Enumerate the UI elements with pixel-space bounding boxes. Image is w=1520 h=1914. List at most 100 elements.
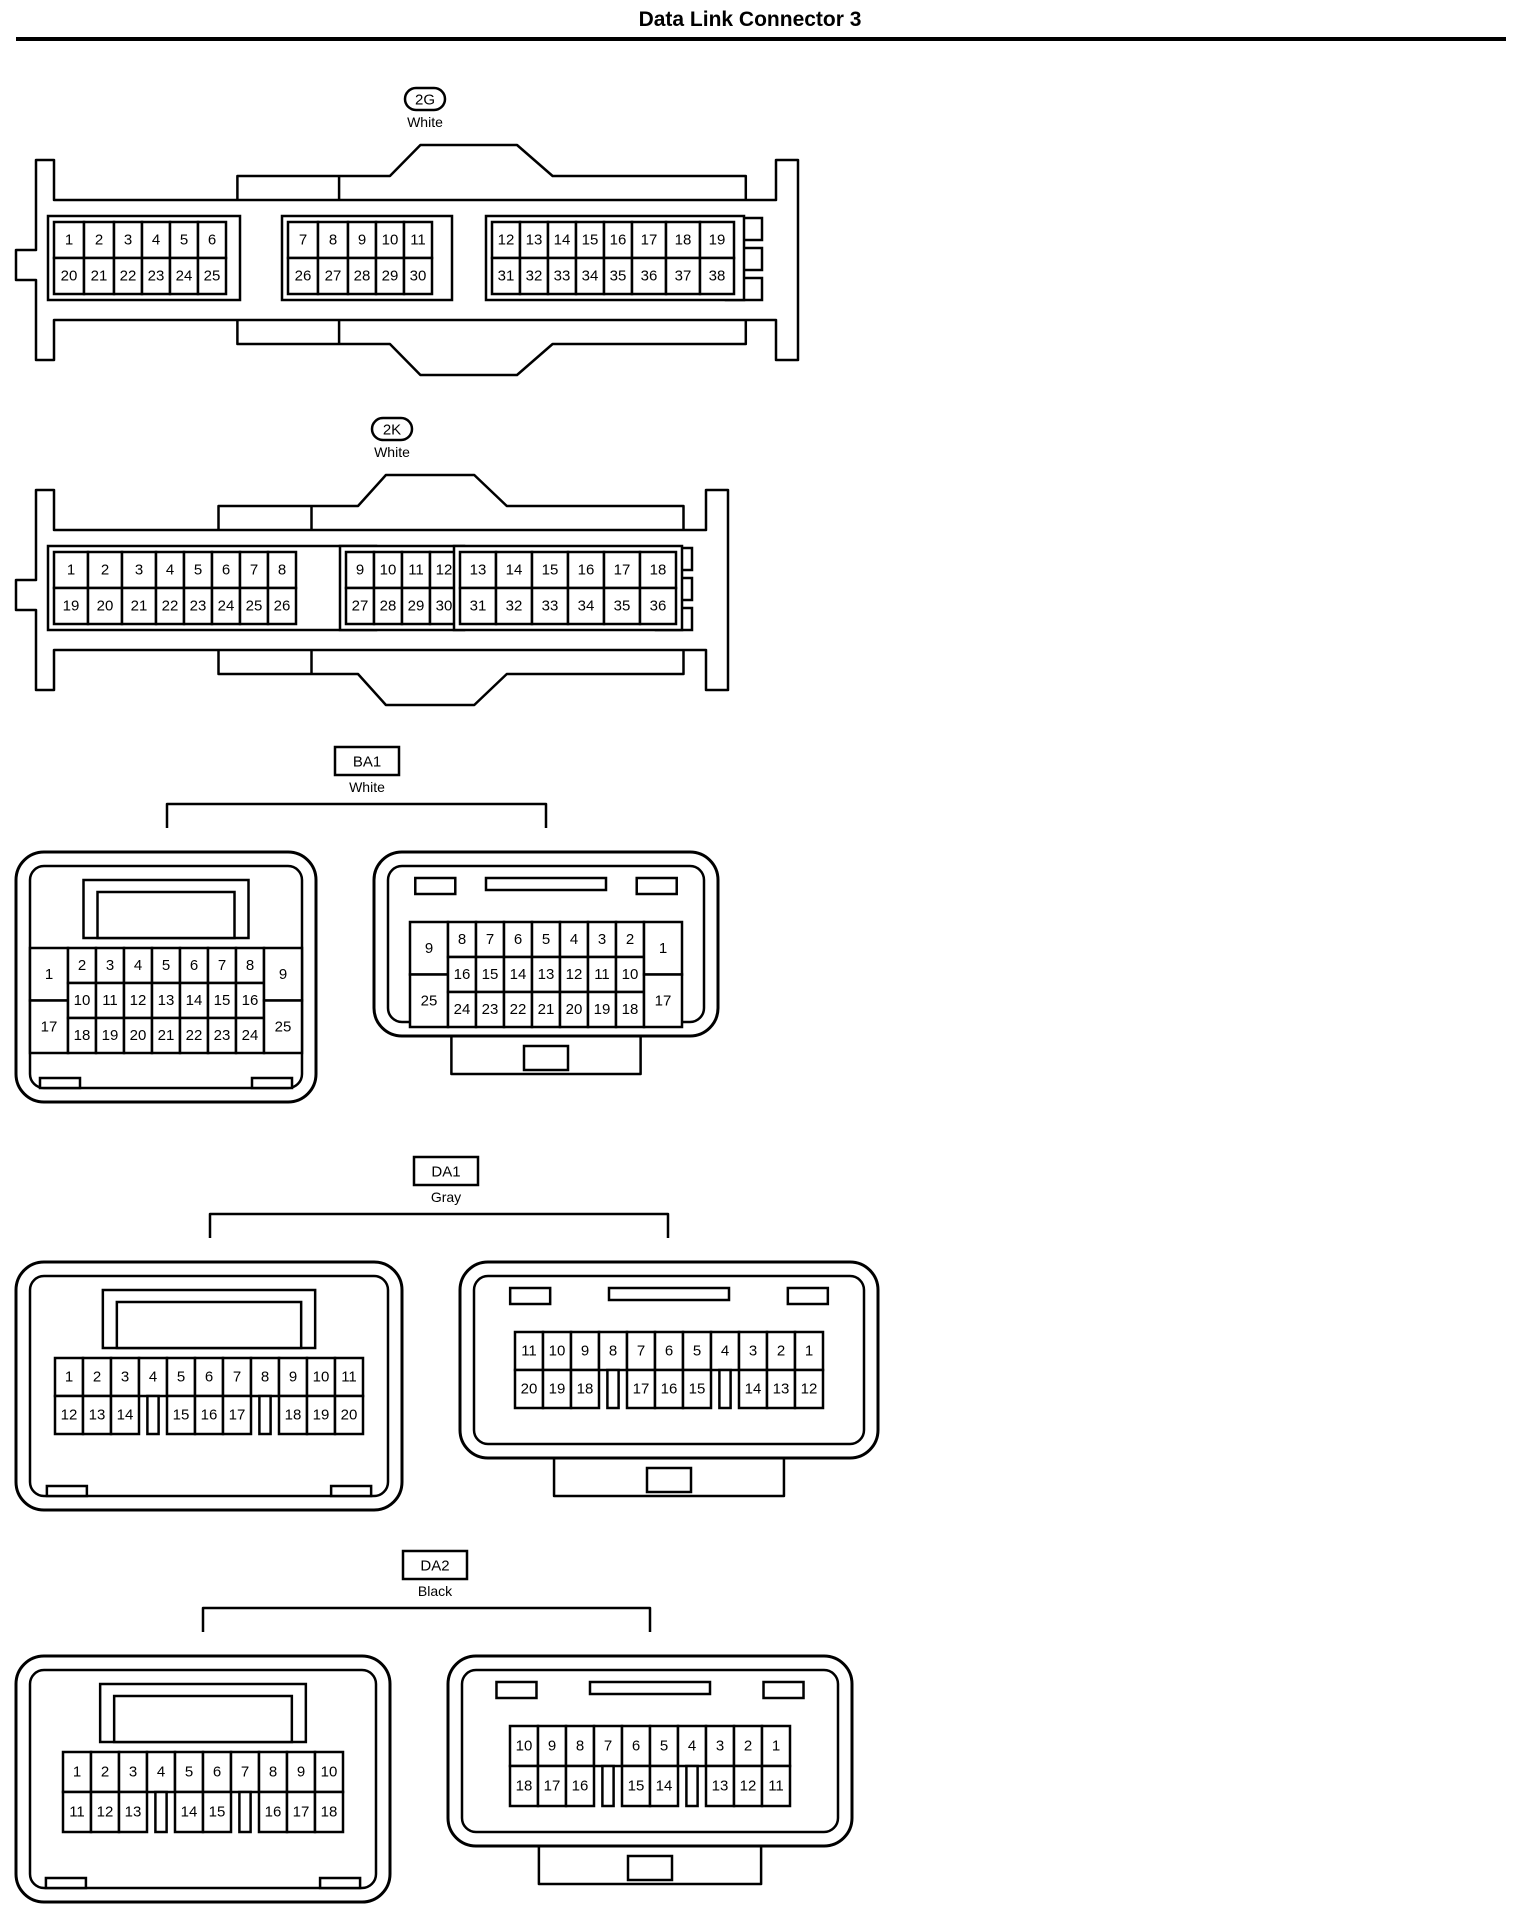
pin-number: 3 (106, 957, 114, 974)
pin-cell (490, 256, 522, 296)
pin-cell (513, 1368, 545, 1410)
pin-number: 26 (295, 268, 312, 285)
lock-housing-bottom (217, 650, 685, 707)
pin-cell (458, 586, 498, 626)
connector-code: BA1 (353, 754, 381, 771)
pin-number: 21 (131, 598, 148, 615)
pin-number: 1 (45, 966, 53, 983)
pin-number: 3 (124, 232, 132, 249)
pin-number: 34 (582, 268, 599, 285)
pin-number: 15 (209, 1804, 226, 1821)
pin-cell (61, 1790, 93, 1834)
pin-number: 24 (218, 598, 235, 615)
bottom-notch (45, 1484, 89, 1498)
connector-color: White (349, 779, 385, 795)
pin-number: 30 (410, 268, 427, 285)
pin-number: 13 (158, 992, 175, 1009)
pin-cell (664, 256, 702, 296)
pin-cell (178, 1016, 210, 1055)
pin-number: 5 (693, 1343, 701, 1360)
latch-tab (645, 1466, 693, 1494)
top-rail (484, 876, 608, 892)
latch-housing (537, 1846, 763, 1886)
pin-number: 17 (641, 232, 658, 249)
pin-number: 18 (577, 1381, 594, 1398)
pin-number: 7 (233, 1369, 241, 1386)
pin-cell (238, 586, 270, 626)
pin-cell (653, 1330, 685, 1372)
pin-number: 2 (78, 957, 86, 974)
pin-number: 10 (622, 966, 639, 983)
pin-cell (81, 1394, 113, 1436)
pin-number: 23 (482, 1001, 499, 1018)
pin-number: 19 (549, 1381, 566, 1398)
pin-number: 18 (321, 1804, 338, 1821)
pin-number: 13 (773, 1381, 790, 1398)
pin-number: 3 (135, 562, 143, 579)
pin-cell (313, 1750, 345, 1794)
bottom-notch (44, 1876, 88, 1890)
pin-cell (408, 920, 450, 976)
pin-number: 15 (173, 1407, 190, 1424)
pin-number: 15 (582, 232, 599, 249)
connector-inner-wall (472, 1274, 866, 1446)
pin-number: 23 (190, 598, 207, 615)
pin-number: 8 (458, 931, 466, 948)
connector-code: DA1 (431, 1164, 460, 1181)
pin-number: 22 (186, 1027, 203, 1044)
pin-number: 11 (594, 966, 610, 983)
pin-cell (372, 550, 404, 590)
pin-number: 16 (265, 1804, 282, 1821)
pin-cell (564, 1724, 596, 1768)
pin-cell (94, 1016, 126, 1055)
pin-number: 7 (604, 1738, 612, 1755)
key-slot (685, 1764, 699, 1808)
pin-number: 25 (275, 1018, 292, 1035)
pin-number: 16 (610, 232, 627, 249)
pin-number: 2 (93, 1369, 101, 1386)
pin-number: 4 (721, 1343, 729, 1360)
pin-number: 17 (544, 1778, 561, 1795)
pin-cell (122, 981, 154, 1020)
pin-number: 12 (130, 992, 147, 1009)
pin-number: 7 (250, 562, 258, 579)
pin-number: 8 (278, 562, 286, 579)
pin-cell (193, 1356, 225, 1398)
connector-code-oval (403, 86, 447, 112)
key-slot (154, 1790, 168, 1834)
pin-number: 20 (341, 1407, 358, 1424)
pin-cell (508, 1764, 540, 1808)
pin-number: 38 (709, 268, 726, 285)
pin-cell (564, 1764, 596, 1808)
pin-cell (502, 990, 534, 1029)
pin-number: 35 (610, 268, 627, 285)
pin-number: 29 (382, 268, 399, 285)
pin-cell (285, 1790, 317, 1834)
pin-number: 20 (566, 1001, 583, 1018)
pin-number: 18 (74, 1027, 91, 1044)
top-slot (508, 1286, 552, 1306)
latch-tab (522, 1044, 570, 1072)
pin-cell (305, 1356, 337, 1398)
pin-number: 29 (408, 598, 425, 615)
pin-number: 1 (659, 940, 667, 957)
connector-code-box (401, 1549, 469, 1581)
pin-number: 6 (213, 1764, 221, 1781)
pin-number: 9 (548, 1738, 556, 1755)
pin-number: 20 (97, 598, 114, 615)
pin-cell (648, 1764, 680, 1808)
pin-number: 33 (542, 598, 559, 615)
pin-number: 32 (506, 598, 523, 615)
lock-bridge-inner (115, 1300, 303, 1350)
pin-number: 2 (101, 1764, 109, 1781)
pin-number: 30 (436, 598, 453, 615)
pin-number: 12 (97, 1804, 114, 1821)
lock-housing-top (217, 473, 685, 530)
pin-number: 14 (117, 1407, 134, 1424)
pin-number: 17 (293, 1804, 310, 1821)
pin-number: 25 (204, 268, 221, 285)
top-rail (607, 1286, 731, 1302)
